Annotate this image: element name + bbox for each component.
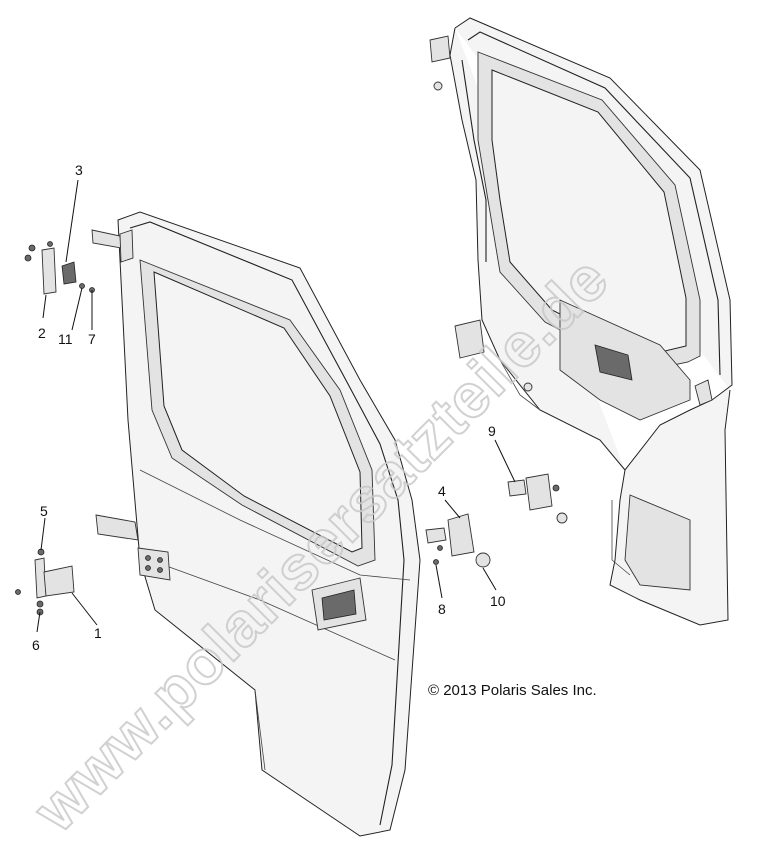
callout-7: 7: [88, 331, 96, 347]
door-latch-parts: [425, 513, 491, 568]
callout-5: 5: [40, 503, 48, 519]
callout-6: 6: [32, 637, 40, 653]
hinge-parts: [15, 548, 75, 616]
callout-labels: 1 2 3 4 5 6 7 8 9 10 11: [32, 162, 506, 653]
callout-2: 2: [38, 325, 46, 341]
door-handle-latch-parts: [507, 473, 568, 524]
callout-1: 1: [94, 625, 102, 641]
callout-10: 10: [490, 593, 506, 609]
copyright-notice: © 2013 Polaris Sales Inc.: [428, 682, 597, 699]
callout-9: 9: [488, 423, 496, 439]
callout-11: 11: [58, 331, 73, 347]
latch-striker-parts: [24, 241, 95, 295]
leader-lines: [36, 179, 516, 633]
callout-8: 8: [438, 601, 446, 617]
front-door-outer-view: [91, 211, 421, 837]
callout-4: 4: [438, 483, 446, 499]
callout-3: 3: [75, 162, 83, 178]
rear-door-inner-view: [429, 17, 733, 626]
